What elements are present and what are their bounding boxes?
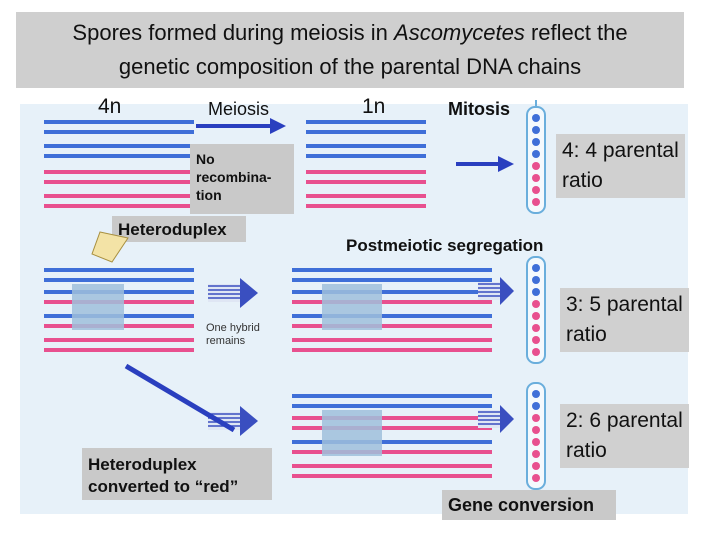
chain-r2b-6 bbox=[292, 324, 492, 328]
label-meiosis: Meiosis bbox=[208, 99, 270, 119]
postmeiotic-label: Postmeiotic segregation bbox=[346, 236, 544, 255]
spore bbox=[532, 264, 540, 272]
chain-r3-3 bbox=[292, 416, 492, 420]
heteroduplex-region-right bbox=[322, 284, 382, 330]
chain-1n-8 bbox=[306, 204, 426, 208]
chain-1n-3 bbox=[306, 144, 426, 148]
chain-4n-3 bbox=[44, 144, 194, 148]
chain-r2b-3 bbox=[292, 290, 492, 294]
spore bbox=[532, 474, 540, 482]
gene-conversion-box bbox=[442, 490, 616, 520]
heteroduplex-box bbox=[112, 216, 246, 242]
diagonal-pointer bbox=[124, 363, 236, 433]
chain-r2b-2 bbox=[292, 278, 492, 282]
chain-r2b-4 bbox=[292, 300, 492, 304]
chain-r3-6 bbox=[292, 450, 492, 454]
converted-box bbox=[82, 448, 272, 500]
spore bbox=[532, 348, 540, 356]
chain-1n-7 bbox=[306, 194, 426, 198]
chain-r3-4 bbox=[292, 426, 492, 430]
chain-4n-1 bbox=[44, 120, 194, 124]
chain-r3-5 bbox=[292, 440, 492, 444]
chain-4n-6 bbox=[44, 180, 194, 184]
chain-4n-4 bbox=[44, 154, 194, 158]
chain-r2-7 bbox=[44, 338, 194, 342]
spore bbox=[532, 324, 540, 332]
chain-r3-1 bbox=[292, 394, 492, 398]
chain-1n-1 bbox=[306, 120, 426, 124]
chain-r3-2 bbox=[292, 404, 492, 408]
chain-r3-8 bbox=[292, 474, 492, 478]
chain-1n-4 bbox=[306, 154, 426, 158]
spore bbox=[532, 312, 540, 320]
slide-title: Spores formed during meiosis in Ascomyce… bbox=[16, 12, 684, 88]
no-recombination-box bbox=[190, 144, 294, 214]
chain-r3-7 bbox=[292, 464, 492, 468]
ascus-2-6 bbox=[526, 382, 546, 490]
spore bbox=[532, 114, 540, 122]
spore bbox=[532, 174, 540, 182]
spore bbox=[532, 186, 540, 194]
chain-4n-7 bbox=[44, 194, 194, 198]
spore bbox=[532, 336, 540, 344]
chain-r2b-1 bbox=[292, 268, 492, 272]
meiosis-arrowhead bbox=[270, 118, 286, 134]
spore bbox=[532, 126, 540, 134]
mitosis-arrowhead bbox=[498, 156, 514, 172]
chain-1n-5 bbox=[306, 170, 426, 174]
spore bbox=[532, 300, 540, 308]
heteroduplex-region-left bbox=[72, 284, 124, 330]
chain-4n-2 bbox=[44, 130, 194, 134]
chain-r2-2 bbox=[44, 278, 194, 282]
spore bbox=[532, 426, 540, 434]
chain-r2b-5 bbox=[292, 314, 492, 318]
chain-4n-8 bbox=[44, 204, 194, 208]
spore bbox=[532, 276, 540, 284]
spore bbox=[532, 462, 540, 470]
chain-r2b-7 bbox=[292, 338, 492, 342]
striped-arrow-row2-right bbox=[478, 277, 514, 305]
label-1n: 1n bbox=[362, 95, 386, 118]
chain-r2-8 bbox=[44, 348, 194, 352]
spore bbox=[532, 390, 540, 398]
spore bbox=[532, 162, 540, 170]
spore bbox=[532, 438, 540, 446]
spore bbox=[532, 402, 540, 410]
spore bbox=[532, 414, 540, 422]
spore bbox=[532, 138, 540, 146]
spore bbox=[532, 288, 540, 296]
converted-region bbox=[322, 410, 382, 456]
label-4n: 4n bbox=[98, 95, 122, 118]
spore bbox=[532, 150, 540, 158]
striped-arrow-row3-right bbox=[478, 405, 514, 433]
heteroduplex-label: Heteroduplex bbox=[118, 220, 227, 239]
spore bbox=[532, 450, 540, 458]
chain-r2-1 bbox=[44, 268, 194, 272]
spore bbox=[532, 198, 540, 206]
chain-1n-6 bbox=[306, 180, 426, 184]
chain-4n-5 bbox=[44, 170, 194, 174]
chain-r2b-8 bbox=[292, 348, 492, 352]
ascus-3-5 bbox=[526, 256, 546, 364]
gene-conversion-label: Gene conversion bbox=[448, 495, 595, 515]
label-mitosis: Mitosis bbox=[448, 99, 511, 119]
striped-arrow-row2 bbox=[208, 278, 258, 308]
chain-1n-2 bbox=[306, 130, 426, 134]
ascus-4-4 bbox=[526, 106, 546, 214]
pointing-hand-icon bbox=[91, 231, 129, 263]
